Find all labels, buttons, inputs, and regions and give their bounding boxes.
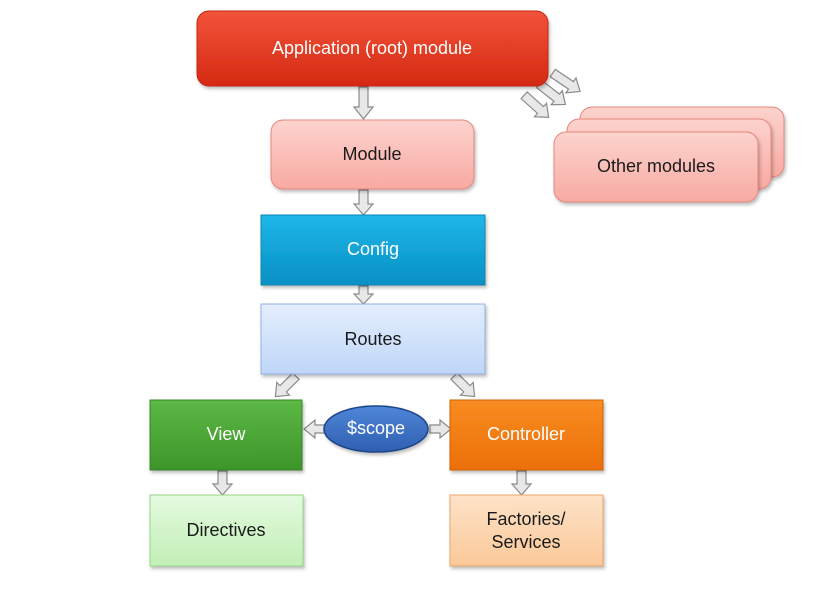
node-module: Module	[270, 119, 475, 190]
label-config: Config	[347, 239, 399, 259]
arrow-scope-to-view	[303, 418, 326, 440]
label-controller: Controller	[487, 424, 565, 444]
node-directives: Directives	[149, 494, 304, 567]
arrow-controller-to-factories	[510, 470, 533, 496]
label-factories: Factories/	[486, 509, 565, 529]
arrow-root-to-other-modules-1	[520, 91, 550, 119]
arrow-scope-to-controller	[429, 418, 452, 440]
label-scope: $scope	[347, 418, 405, 438]
node-routes: Routes	[260, 303, 486, 375]
node-application-root-module: Application (root) module	[196, 10, 549, 87]
arrow-routes-to-view	[274, 372, 300, 398]
node-scope: $scope	[323, 405, 429, 453]
label-application-root-module: Application (root) module	[272, 38, 472, 58]
label-services: Services	[491, 532, 560, 552]
arrow-root-to-other-modules-3	[549, 68, 581, 94]
arrow-module-to-config	[352, 189, 375, 216]
arrow-root-to-other-modules-2	[535, 79, 567, 106]
arrow-routes-to-controller	[450, 372, 476, 398]
node-controller: Controller	[449, 399, 604, 471]
label-view: View	[207, 424, 247, 444]
label-directives: Directives	[186, 520, 265, 540]
node-view: View	[149, 399, 303, 471]
label-routes: Routes	[344, 329, 401, 349]
node-factories-services: Factories/ Services	[449, 494, 604, 567]
label-module: Module	[342, 144, 401, 164]
label-other-modules: Other modules	[597, 156, 715, 176]
node-other-modules: Other modules	[553, 106, 785, 203]
arrow-config-to-routes	[352, 285, 375, 305]
arrow-root-to-module	[352, 86, 375, 120]
arrow-view-to-directives	[211, 470, 234, 496]
node-config: Config	[260, 214, 486, 286]
